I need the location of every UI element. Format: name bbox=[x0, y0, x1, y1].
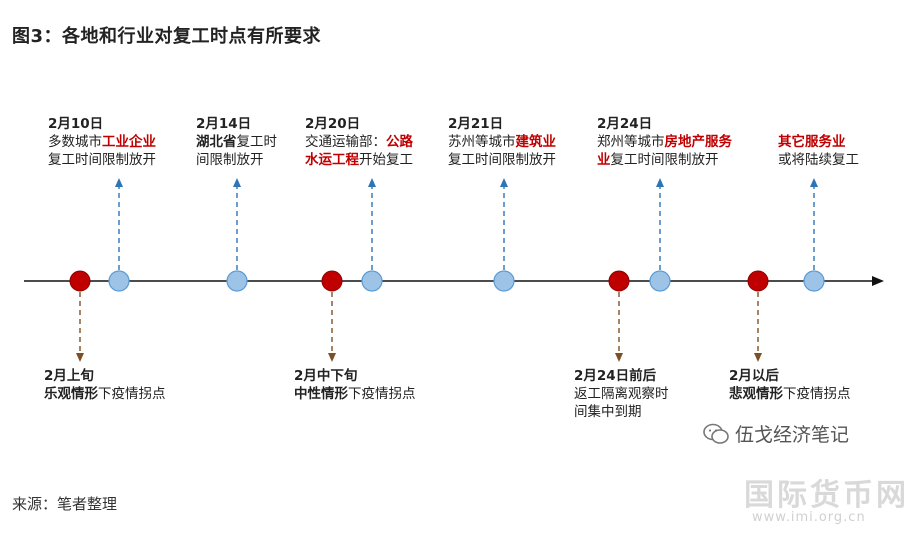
red-marker-3 bbox=[608, 270, 630, 292]
up-arrowhead-3 bbox=[368, 178, 376, 187]
blue-marker-5 bbox=[649, 270, 671, 292]
event-date: 2月10日 bbox=[48, 116, 104, 132]
scenario-date: 2月上旬 bbox=[44, 368, 94, 384]
event-feb10: 2月10日 多数城市工业企业 复工时间限制放开 bbox=[48, 116, 156, 168]
scenario-date: 2月以后 bbox=[729, 368, 779, 384]
up-arrowhead-5 bbox=[656, 178, 664, 187]
event-feb24: 2月24日 郑州等城市房地产服务 业复工时间限制放开 bbox=[597, 116, 732, 168]
imi-watermark-url: www.imi.org.cn bbox=[752, 510, 866, 525]
source-note: 来源：笔者整理 bbox=[12, 495, 118, 513]
event-other-services: 其它服务业 或将陆续复工 bbox=[778, 134, 859, 168]
red-marker-2 bbox=[321, 270, 343, 292]
event-date: 2月14日 bbox=[196, 116, 252, 132]
blue-marker-2 bbox=[226, 270, 248, 292]
event-date: 2月21日 bbox=[448, 116, 504, 132]
down-arrowhead-4 bbox=[754, 353, 762, 362]
event-feb20: 2月20日 交通运输部：公路 水运工程开始复工 bbox=[305, 116, 413, 168]
up-arrowhead-6 bbox=[810, 178, 818, 187]
down-arrowhead-2 bbox=[328, 353, 336, 362]
scenario-feb24: 2月24日前后 返工隔离观察时 间集中到期 bbox=[574, 368, 669, 420]
scenario-date: 2月24日前后 bbox=[574, 368, 657, 384]
imi-watermark: 国际货币网 bbox=[744, 478, 909, 513]
event-date: 2月24日 bbox=[597, 116, 653, 132]
figure-title: 图3：各地和行业对复工时点有所要求 bbox=[12, 26, 322, 47]
up-arrowhead-2 bbox=[233, 178, 241, 187]
red-marker-4 bbox=[747, 270, 769, 292]
up-arrowhead-1 bbox=[115, 178, 123, 187]
event-date: 2月20日 bbox=[305, 116, 361, 132]
event-feb14: 2月14日 湖北省复工时 间限制放开 bbox=[196, 116, 277, 168]
blue-marker-4 bbox=[493, 270, 515, 292]
scenario-date: 2月中下旬 bbox=[294, 368, 358, 384]
timeline-arrowhead bbox=[872, 276, 884, 286]
red-marker-1 bbox=[69, 270, 91, 292]
blue-marker-3 bbox=[361, 270, 383, 292]
up-arrowhead-4 bbox=[500, 178, 508, 187]
wechat-icon bbox=[703, 423, 729, 444]
scenario-early-feb: 2月上旬 乐观情形下疫情拐点 bbox=[44, 368, 166, 402]
wechat-watermark: 伍戈经济笔记 bbox=[703, 420, 849, 447]
scenario-after-feb: 2月以后 悲观情形下疫情拐点 bbox=[729, 368, 851, 402]
down-arrowhead-1 bbox=[76, 353, 84, 362]
blue-marker-6 bbox=[803, 270, 825, 292]
blue-marker-1 bbox=[108, 270, 130, 292]
scenario-mid-late-feb: 2月中下旬 中性情形下疫情拐点 bbox=[294, 368, 416, 402]
event-feb21: 2月21日 苏州等城市建筑业 复工时间限制放开 bbox=[448, 116, 556, 168]
wechat-account-name: 伍戈经济笔记 bbox=[735, 424, 850, 446]
down-arrowhead-3 bbox=[615, 353, 623, 362]
